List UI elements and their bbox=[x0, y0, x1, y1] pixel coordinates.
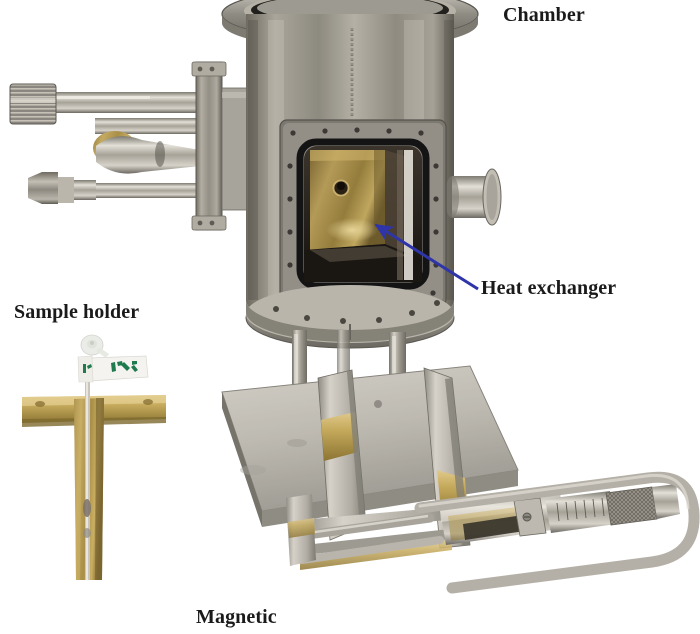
micrometer-sleeve bbox=[545, 491, 616, 533]
micrometer-graduations bbox=[556, 497, 605, 522]
white-sample-label-tag bbox=[77, 355, 149, 383]
translucent-sample-clip bbox=[80, 334, 109, 358]
compression-fitting bbox=[28, 172, 96, 204]
label-sample-holder: Sample holder bbox=[14, 301, 140, 323]
heat-glow bbox=[326, 218, 378, 242]
magnetic-pole-piece-left bbox=[317, 369, 367, 541]
micrometer-slot bbox=[463, 515, 525, 540]
heat-exchanger-arrow bbox=[374, 223, 479, 291]
label-magnetic-line1: Magnetic bbox=[196, 605, 277, 628]
magnet-crossbar-lower bbox=[304, 527, 468, 555]
label-heat-exchanger: Heat exchanger bbox=[481, 277, 617, 299]
rectangular-viewport-flange bbox=[279, 119, 447, 307]
vacuum-chamber bbox=[221, 0, 502, 349]
label-magnetic-assembly: Magnetic assembly bbox=[196, 561, 277, 634]
label-chamber: Chamber bbox=[503, 4, 585, 26]
magnet-rod-upper bbox=[295, 513, 435, 541]
pole-brass-section bbox=[321, 412, 358, 461]
bottom-flange-bolts bbox=[273, 300, 440, 324]
left-feedthrough-assembly bbox=[9, 83, 220, 204]
middle-rod bbox=[95, 118, 217, 134]
micrometer-thimble bbox=[605, 486, 658, 526]
angled-coupling bbox=[96, 136, 200, 174]
label-green-marks bbox=[83, 361, 138, 373]
knurled-threaded-cap bbox=[9, 83, 57, 125]
magnet-rod-lower bbox=[298, 536, 444, 564]
window-reflection bbox=[404, 150, 413, 280]
right-side-kf-port bbox=[445, 168, 502, 226]
magnetic-assembly bbox=[286, 367, 700, 594]
sample-holder bbox=[22, 334, 166, 580]
brass-heat-exchanger-block bbox=[310, 150, 385, 250]
